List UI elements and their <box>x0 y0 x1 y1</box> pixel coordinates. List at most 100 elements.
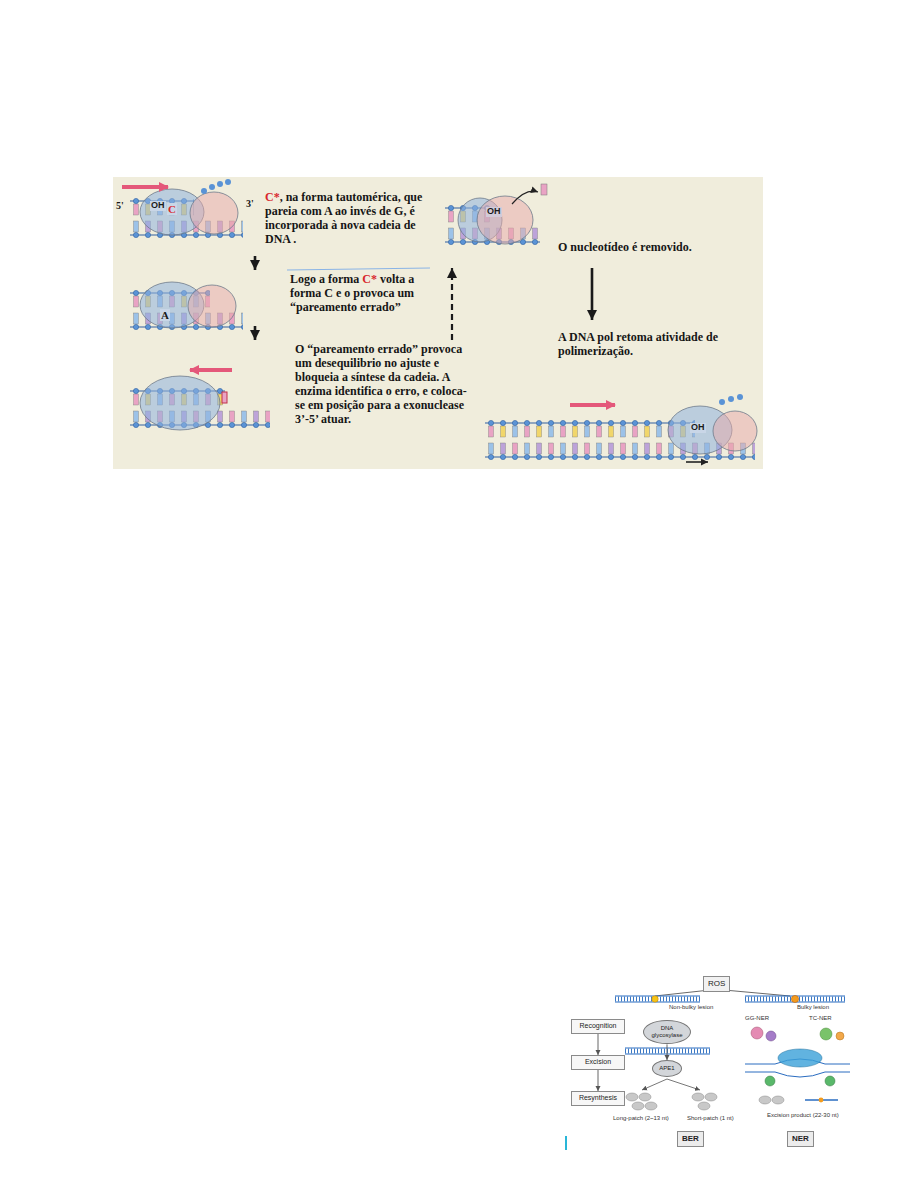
lesion-mark <box>652 996 658 1002</box>
incoming-nucleotide <box>728 396 734 402</box>
exonuclease-domain <box>713 411 757 451</box>
direction-arrow <box>570 403 615 407</box>
part-label: C <box>167 203 177 215</box>
flow-arrow <box>598 1034 599 1055</box>
repair-protein <box>705 1093 717 1101</box>
node-text: DNA glycosylase <box>647 1025 687 1039</box>
incoming-nucleotide <box>737 394 743 400</box>
step-caption: O nucleotídeo é removido. <box>558 240 743 254</box>
polymerase-editing <box>140 376 220 430</box>
part-label: Long-patch (2~13 nt) <box>612 1115 670 1122</box>
part-label: Bulky lesion <box>796 1004 830 1011</box>
flow-arrow <box>254 326 257 340</box>
flow-arrow <box>591 268 594 320</box>
step-caption: Logo a forma C* volta a forma C e o prov… <box>290 272 440 314</box>
ner-protein <box>820 1028 832 1040</box>
exonuclease-domain <box>477 196 533 244</box>
exonuclease-domain <box>188 285 236 327</box>
incoming-nucleotide <box>217 181 223 187</box>
part-label: 5' <box>115 200 125 211</box>
dna-strand <box>615 1002 700 1003</box>
enzyme-ellipse: DNA glycosylase <box>643 1020 691 1044</box>
step-caption: A DNA pol retoma atividade de polimeriza… <box>558 330 748 358</box>
photo-ground <box>113 177 763 469</box>
part-label: OH <box>690 423 706 433</box>
part-label: GG-NER <box>744 1015 770 1022</box>
removal-arrow <box>512 191 538 204</box>
text-run: O nucleotídeo é removido. <box>558 240 692 254</box>
repair-protein <box>759 1096 771 1104</box>
direction-arrow <box>190 368 232 372</box>
branch-arrow <box>642 1079 667 1090</box>
text-run: A DNA pol retoma atividade de polimeriza… <box>558 330 718 358</box>
direction-arrow <box>122 185 168 189</box>
lesion-mark <box>819 1098 824 1103</box>
repair-protein <box>698 1102 710 1110</box>
incoming-nucleotide <box>225 179 231 185</box>
flow-arrow <box>667 1044 668 1060</box>
text-run: C* <box>265 190 280 204</box>
dna-strand <box>615 996 700 997</box>
step-caption: C*, na forma tautomérica, que pareia com… <box>265 190 435 246</box>
text-run: O “pareamento errado” provoca um desequi… <box>295 342 467 426</box>
ner-protein <box>836 1032 844 1040</box>
text-run: , na forma tautomérica, que pareia com A… <box>265 190 422 246</box>
part-label: OH <box>150 201 166 211</box>
removed-nucleotide <box>541 184 547 195</box>
node-text: NER <box>792 1134 809 1144</box>
source-box: ROS <box>703 976 730 992</box>
exonuclease-domain <box>190 192 238 234</box>
part-label: TC-NER <box>808 1015 833 1022</box>
incoming-nucleotide <box>209 184 215 190</box>
step-node: O nucleotídeo é removido. <box>440 188 745 268</box>
direction-arrow <box>686 461 708 463</box>
branch-arrow <box>667 1079 700 1090</box>
repair-protein <box>772 1096 784 1104</box>
text-run: C* <box>362 272 377 286</box>
mismatched-base <box>222 392 227 403</box>
ner-protein <box>766 1031 776 1041</box>
part-label: Excision product (22-30 nt) <box>766 1112 840 1119</box>
flow-arrow <box>451 268 453 340</box>
part-label: 3' <box>245 198 255 209</box>
stage-box: Recognition <box>571 1019 625 1034</box>
dna-strand <box>625 1048 710 1049</box>
repair-protein <box>639 1093 651 1101</box>
node-text: Excision <box>576 1058 620 1067</box>
incoming-nucleotide <box>201 188 207 194</box>
stage-box: Excision <box>571 1055 625 1070</box>
repair-protein <box>645 1102 657 1110</box>
flow-arrow <box>598 1070 599 1091</box>
dna-bubble <box>745 1072 850 1077</box>
repair-protein <box>626 1093 638 1101</box>
step-node: C*, na forma tautomérica, que pareia com… <box>115 180 435 256</box>
part-label: OH <box>486 207 502 217</box>
new-strand <box>485 420 695 440</box>
text-run: Logo a forma <box>290 272 362 286</box>
repair-protein <box>632 1102 644 1110</box>
pathway-box: NER <box>787 1131 814 1147</box>
node-text: Resynthesis <box>576 1094 620 1103</box>
lesion-mark <box>791 995 798 1002</box>
flow-arrow <box>254 256 257 270</box>
node-text: ROS <box>708 979 725 989</box>
node-text: Recognition <box>576 1022 620 1031</box>
node-text: APE1 <box>656 1065 678 1072</box>
part-label: Short-patch (1 nt) <box>686 1115 735 1122</box>
dna-rungs <box>625 1049 710 1054</box>
repair-protein <box>692 1093 704 1101</box>
enzyme-ellipse: APE1 <box>652 1060 682 1077</box>
step-node: O “pareamento errado” provoca um desequi… <box>115 340 477 432</box>
pathway-line <box>724 990 790 996</box>
node-text: BER <box>682 1134 699 1144</box>
step-node: A DNA pol retoma atividade de polimeriza… <box>482 320 760 460</box>
step-caption: O “pareamento errado” provoca um desequi… <box>295 342 475 426</box>
edge-mark <box>565 1136 567 1150</box>
stray-line <box>287 268 430 270</box>
stage-box: Resynthesis <box>571 1091 625 1106</box>
ner-protein <box>765 1076 775 1086</box>
